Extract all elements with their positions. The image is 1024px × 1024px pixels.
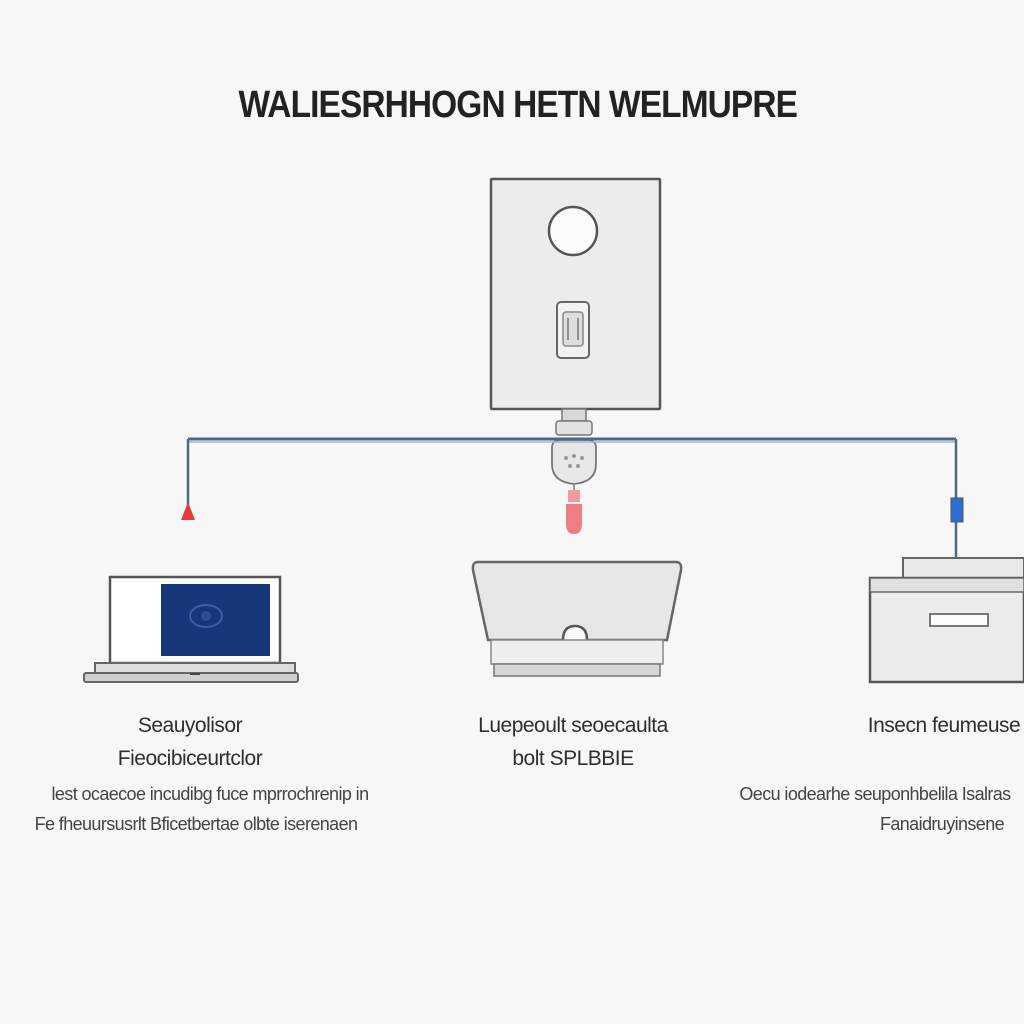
laptop-icon xyxy=(83,575,299,683)
diagram-title: WALIESRHHOGN HETN WELMUPRE xyxy=(238,84,798,126)
center-drop-wire xyxy=(566,484,582,534)
wall-unit-socket-icon xyxy=(556,301,590,359)
printer-icon xyxy=(868,557,1024,684)
router-subtitle-label: bolt SPLBBIE xyxy=(512,747,634,770)
wall-unit-dial-icon xyxy=(547,205,599,257)
printer-desc-line-1: Oecu iodearhe seuponhbelila Isalras xyxy=(739,784,1011,804)
left-drop-wire xyxy=(181,439,195,520)
printer-name-label: Insecn feumeuse xyxy=(867,714,1021,737)
router-name-label: Luepeoult seoecaulta xyxy=(478,714,668,737)
right-drop-wire xyxy=(950,439,964,560)
blue-plug-icon xyxy=(950,497,964,523)
laptop-desc-line-1: lest ocaecoe incudibg fuce mprrochrenip … xyxy=(51,784,370,804)
printer-desc-line-2: Fanaidruyinsene xyxy=(879,814,1005,834)
laptop-name-label: Seauyolisor xyxy=(137,714,243,737)
laptop-screen xyxy=(161,584,270,656)
router-icon xyxy=(471,560,683,677)
laptop-desc-line-2: Fe fheuursusrlt Bficetbertae olbte isere… xyxy=(34,814,358,834)
laptop-subtitle-label: Fieocibiceurtclor xyxy=(117,747,263,770)
wall-unit xyxy=(489,177,662,411)
wall-connector-icon xyxy=(551,408,597,485)
center-plug-icon xyxy=(566,504,582,534)
red-plug-icon xyxy=(181,502,195,520)
